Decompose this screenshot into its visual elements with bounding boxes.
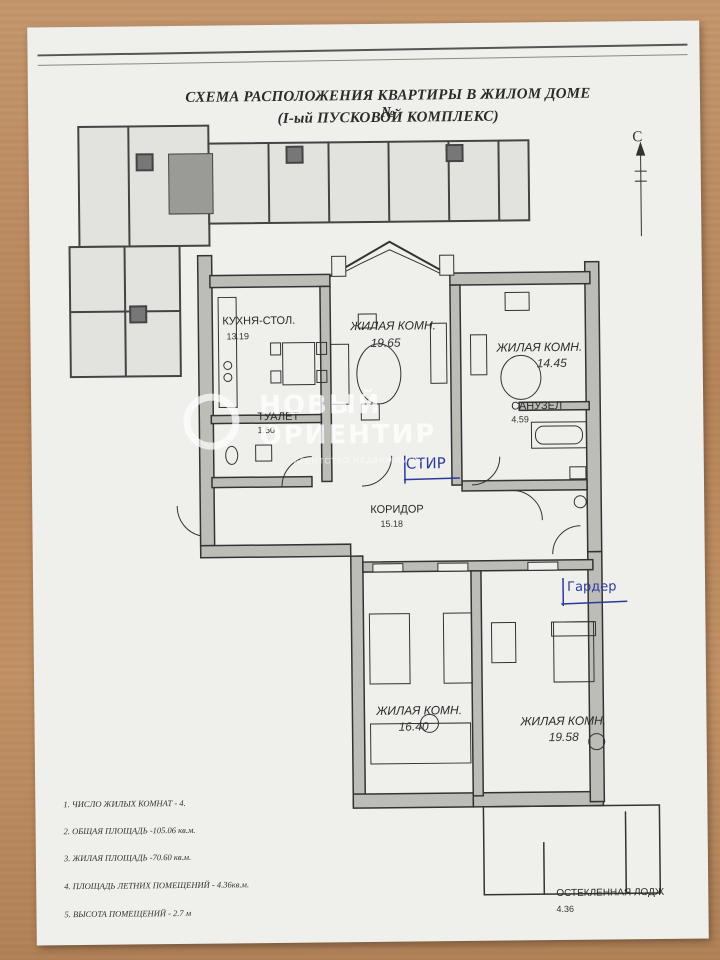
bay-window-inner xyxy=(335,249,445,277)
watermark-logo-icon xyxy=(183,393,240,450)
bay-window xyxy=(329,240,451,278)
note-living-area: 3. ЖИЛАЯ ПЛОЩАДЬ -70.60 кв.м. xyxy=(63,851,192,864)
note-summer-area: 4. ПЛОЩАДЬ ЛЕТНИХ ПОМЕЩЕНИЙ - 4.36кв.м. xyxy=(64,879,250,892)
stair-block xyxy=(285,145,304,164)
bathroom-label: САНУЗЕЛ xyxy=(511,399,563,413)
living-se-label: ЖИЛАЯ КОМН. xyxy=(520,713,607,729)
kitchen-furniture xyxy=(217,296,328,409)
note-ceiling-height: 5. ВЫСОТА ПОМЕЩЕНИЙ - 2.7 м xyxy=(64,907,192,920)
bedroom-se-furniture xyxy=(490,621,606,751)
note-rooms-count: 1. ЧИСЛО ЖИЛЫХ КОМНАТ - 4. xyxy=(63,797,186,810)
north-letter: С xyxy=(632,129,643,146)
stair-block xyxy=(129,305,148,324)
corridor-label: КОРИДОР xyxy=(370,503,424,516)
living-sw-label: ЖИЛАЯ КОМН. xyxy=(376,703,463,718)
north-arrow xyxy=(634,141,647,237)
watermark-line-1: НОВЫЙ xyxy=(259,389,382,422)
stair-block xyxy=(445,143,464,163)
bathroom-area: 4.59 xyxy=(511,414,529,425)
apartment-walls xyxy=(196,254,606,809)
living-sw-area: 16.40 xyxy=(398,719,429,734)
watermark-line-2: ОРИЕНТИР xyxy=(259,419,437,452)
kitchen-area: 13.19 xyxy=(226,331,250,342)
bedroom-sw-furniture xyxy=(368,612,473,765)
living-se-area: 19.58 xyxy=(548,729,579,745)
toilet-furniture xyxy=(225,444,273,465)
living-center-label: ЖИЛАЯ КОМН. xyxy=(350,318,437,334)
windows xyxy=(331,254,559,573)
loggia xyxy=(482,804,662,896)
note-total-area: 2. ОБЩАЯ ПЛОЩАДЬ -105.06 кв.м. xyxy=(63,824,196,837)
living-ne-area: 14.45 xyxy=(536,355,567,371)
bathroom-fixtures xyxy=(530,421,588,509)
bedroom-ne-furniture xyxy=(469,291,542,400)
watermark-line-3: АГЕНТСТВО НЕДВИЖИМОСТИ xyxy=(293,455,436,466)
highlighted-section xyxy=(168,153,214,215)
floor-plan-sheet: СХЕМА РАСПОЛОЖЕНИЯ КВАРТИРЫ В ЖИЛОМ ДОМЕ… xyxy=(27,20,709,946)
kitchen-label: КУХНЯ-СТОЛ. xyxy=(222,314,296,328)
handwritten-wardrobe: Гардер xyxy=(567,579,617,595)
living-center-area: 19.65 xyxy=(370,335,401,350)
living-room-furniture xyxy=(330,313,448,421)
floor-plan-drawing xyxy=(37,43,688,896)
street-line-inner xyxy=(37,54,688,66)
door-swings xyxy=(176,455,581,555)
living-ne-label: ЖИЛАЯ КОМН. xyxy=(496,339,583,355)
building-site-plan xyxy=(68,124,531,379)
loggia-area: 4.36 xyxy=(556,903,575,915)
street-line xyxy=(37,43,688,57)
loggia-label: ОСТЕКЛЕННАЯ ЛОДЖ xyxy=(556,886,665,900)
corridor-area: 15.18 xyxy=(380,518,404,529)
pen-marks xyxy=(403,455,628,606)
stair-block xyxy=(135,153,154,172)
